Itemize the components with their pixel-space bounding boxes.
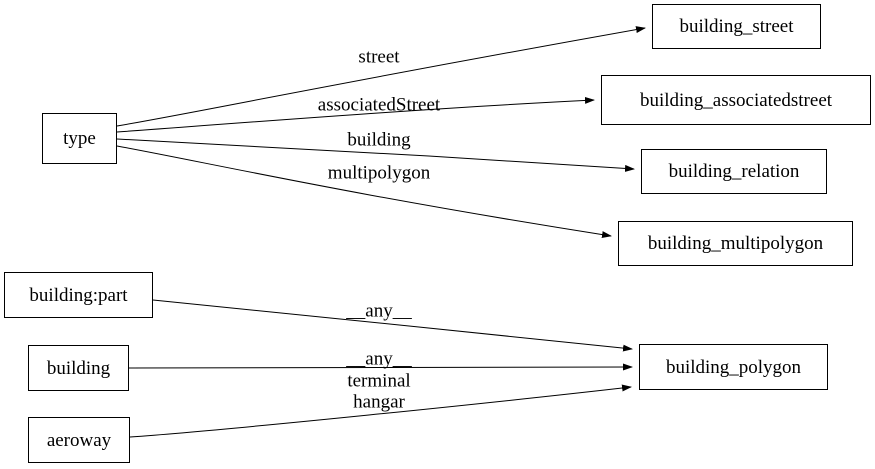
graph-edge-label: hangar (353, 391, 405, 413)
graph-node-building-relation[interactable]: building_relation (641, 149, 827, 194)
graph-node-type[interactable]: type (42, 113, 117, 164)
graph-edge (116, 145, 612, 239)
graph-node-aeroway[interactable]: aeroway (28, 417, 130, 463)
graph-edge-label: building (347, 129, 411, 151)
graph-node-label: building_multipolygon (647, 233, 824, 254)
graph-node-building[interactable]: building (28, 345, 129, 391)
graph-node-label: building_associatedstreet (639, 89, 833, 111)
graph-edge-label: street (358, 46, 400, 68)
graph-node-building-street[interactable]: building_street (652, 4, 821, 49)
graph-edge-label: __any__ (346, 348, 412, 370)
graph-node-building-polygon[interactable]: building_polygon (639, 344, 828, 390)
graph-node-label: type (63, 128, 96, 149)
graph-edge-label: __any__ (346, 300, 412, 322)
graph-node-label: building_polygon (665, 356, 802, 378)
graph-edge-label: terminal (347, 370, 411, 392)
graph-node-building-part[interactable]: building:part (4, 272, 153, 318)
graph-node-building-multipolygon[interactable]: building_multipolygon (618, 221, 853, 266)
graph-node-label: building (46, 357, 111, 379)
graph-node-building-associatedstreet[interactable]: building_associatedstreet (601, 75, 871, 125)
graph-edge-label: associatedStreet (317, 94, 441, 116)
graph-node-label: building:part (29, 284, 128, 306)
graph-node-label: building_street (679, 16, 794, 37)
graph-node-label: building_relation (668, 161, 800, 182)
graph-node-label: aeroway (46, 429, 112, 451)
graph-edge-label: multipolygon (327, 162, 431, 184)
